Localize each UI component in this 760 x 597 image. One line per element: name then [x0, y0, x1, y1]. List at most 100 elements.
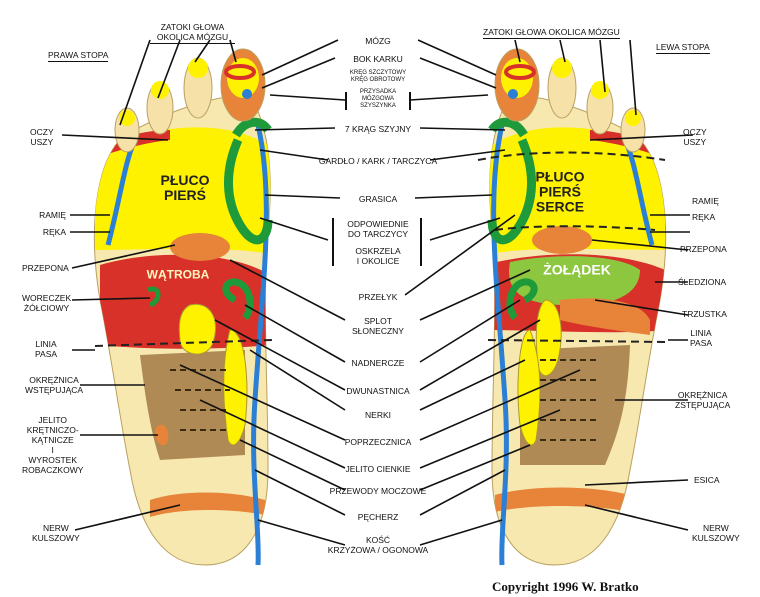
label-esophagus: PRZEŁYK — [358, 292, 398, 302]
label-sigmoid: ESICA — [694, 475, 720, 485]
label-bronchi: OSKRZELA I OKOLICE — [355, 246, 400, 266]
right-foot-sole — [93, 94, 273, 566]
label-pituitary-1: PRZYSADKA — [359, 89, 397, 95]
label-waistline-right-1: LINIA — [690, 328, 712, 338]
label-sciatic-right: NERW KULSZOWY — [692, 523, 740, 543]
label-side-neck: BOK KARKU — [353, 54, 403, 64]
label-ileocecal-2: KRĘTNICZO- — [26, 425, 79, 435]
label-sciatic-right-1: NERW — [702, 523, 729, 533]
label-ileocecal: JELITO KRĘTNICZO- KĄTNICZE I WYROSTEK RO… — [22, 415, 83, 475]
right-foot-toes — [114, 48, 266, 153]
label-waistline-1: LINIA — [35, 339, 57, 349]
label-gallbladder-2: ŻÓŁCIOWY — [23, 303, 70, 313]
label-solar-plexus-2: SŁONECZNY — [352, 326, 404, 336]
label-arm-left: RĘKA — [42, 227, 66, 237]
label-vertebra-1: KRĘG SZCZYTOWY — [349, 70, 407, 76]
label-ears-right: USZY — [683, 137, 707, 147]
label-ileocecal-1: JELITO — [38, 415, 68, 425]
sinuses-label-left-line1: ZATOKI GŁOWA — [160, 22, 225, 32]
leader-lines — [61, 39, 694, 546]
label-diaphragm-right: PRZEPONA — [680, 244, 727, 254]
label-gallbladder-1: WORECZEK — [22, 293, 72, 303]
label-ascending-colon: OKRĘŻNICA WSTĘPUJĄCA — [25, 375, 83, 395]
label-adrenal: NADNERCZE — [351, 358, 405, 368]
label-pituitary: PRZYSADKA MÓZGOWA SZYSZYNKA — [360, 89, 396, 110]
label-pituitary-3: SZYSZYNKA — [360, 103, 396, 109]
zone-lung-chest-heart-left: PŁUCO PIERŚ SERCE — [535, 168, 585, 215]
label-sciatic-right-2: KULSZOWY — [692, 533, 740, 543]
label-thyroid-related-1: ODPOWIEDNIE — [347, 219, 409, 229]
label-transverse-colon: POPRZECZNICA — [344, 437, 412, 447]
zone-lung-chest-right: PŁUCO PIERŚ — [161, 173, 210, 203]
label-shoulder-left: RAMIĘ — [39, 210, 66, 220]
zone-chest-label: PIERŚ — [163, 187, 206, 203]
label-bronchi-2: I OKOLICE — [356, 256, 400, 266]
label-sciatic-left: NERW KULSZOWY — [32, 523, 80, 543]
bracket-bar — [332, 218, 334, 266]
label-thymus: GRASICA — [358, 194, 398, 204]
sinuses-label-left: ZATOKI GŁOWA OKOLICA MÓZGU — [150, 22, 235, 44]
label-eyes: OCZY — [30, 127, 54, 137]
label-eyes-ears-right: OCZY USZY — [683, 127, 707, 147]
label-sciatic-1: NERW — [42, 523, 69, 533]
label-solar-plexus: SPLOT SŁONECZNY — [352, 316, 404, 336]
label-pituitary-2: MÓZGOWA — [361, 96, 395, 102]
label-ileocecal-6: ROBACZKOWY — [22, 465, 84, 475]
sinuses-label-right: ZATOKI GŁOWA OKOLICA MÓZGU — [483, 27, 620, 39]
label-vertebra-2: KRĘG OBROTOWY — [350, 77, 406, 83]
label-gallbladder: WORECZEK ŻÓŁCIOWY — [22, 293, 71, 313]
label-bronchi-1: OSKRZELA — [355, 246, 401, 256]
copyright-notice: Copyright 1996 W. Bratko — [492, 579, 639, 594]
label-ureters: PRZEWODY MOCZOWE — [329, 486, 427, 496]
label-shoulder-right: RAMIĘ — [692, 196, 719, 206]
label-waistline-2: PASA — [35, 349, 58, 359]
label-ascending-colon-2: WSTĘPUJĄCA — [25, 385, 84, 395]
label-vertebra: KRĘG SZCZYTOWY KRĘG OBROTOWY — [350, 70, 406, 84]
label-arm-right: RĘKA — [692, 212, 716, 222]
label-brain: MÓZG — [365, 36, 391, 46]
bracket-bar — [409, 92, 411, 110]
label-eyes-right: OCZY — [683, 127, 707, 137]
label-sacrum: KOŚĆ KRZYŻOWA / OGONOWA — [328, 535, 428, 555]
label-descending-colon-2: ZSTĘPUJĄCA — [675, 400, 731, 410]
label-thyroid-related: ODPOWIEDNIE DO TARCZYCY — [347, 219, 408, 239]
label-ileocecal-3: KĄTNICZE — [31, 435, 74, 445]
label-kidneys: NERKI — [365, 410, 391, 420]
zone-lung-label: PŁUCO — [160, 172, 210, 188]
label-eyes-ears-left: OCZY USZY — [30, 127, 54, 147]
label-bladder: PĘCHERZ — [357, 512, 399, 522]
label-ileocecal-5: WYROSTEK — [28, 455, 78, 465]
label-throat: GARDŁO / KARK / TARCZYCA — [318, 156, 438, 166]
sinuses-label-left-line2: OKOLICA MÓZGU — [150, 32, 235, 44]
label-sciatic-2: KULSZOWY — [32, 533, 80, 543]
zone-stomach: ŻOŁĄDEK — [543, 261, 611, 278]
left-foot-sole — [487, 94, 667, 566]
bracket-bar — [345, 92, 347, 110]
label-descending-colon-1: OKRĘŻNICA — [677, 390, 728, 400]
label-ascending-colon-1: OKRĘŻNICA — [29, 375, 79, 385]
label-solar-plexus-1: SPLOT — [364, 316, 392, 326]
label-pancreas: TRZUSTKA — [682, 309, 727, 319]
left-foot-header: LEWA STOPA — [656, 42, 710, 54]
label-descending-colon: OKRĘŻNICA ZSTĘPUJĄCA — [675, 390, 730, 410]
label-cervical: 7 KRĄG SZYJNY — [344, 124, 412, 134]
right-foot-header: PRAWA STOPA — [48, 50, 109, 62]
label-duodenum: DWUNASTNICA — [346, 386, 410, 396]
label-waistline-left: LINIA PASA — [35, 339, 57, 359]
label-spleen: ŚLEDZIONA — [678, 277, 727, 287]
zone-lung-label-2: PŁUCO — [535, 168, 585, 185]
label-sacrum-1: KOŚĆ — [365, 535, 391, 545]
waist-lines — [94, 151, 669, 347]
zone-chest-label-2: PIERŚ — [538, 183, 581, 200]
label-ileocecal-4: I — [51, 445, 54, 455]
label-ears: USZY — [30, 137, 54, 147]
label-waistline-right: LINIA PASA — [690, 328, 712, 348]
label-small-intestine: JELITO CIENKIE — [345, 464, 411, 474]
label-waistline-right-2: PASA — [690, 338, 713, 348]
zone-heart-label: SERCE — [535, 198, 585, 215]
zone-liver: WĄTROBA — [146, 267, 210, 282]
bracket-bar — [420, 218, 422, 266]
label-thyroid-related-2: DO TARCZYCY — [347, 229, 409, 239]
label-diaphragm-left: PRZEPONA — [22, 263, 69, 273]
